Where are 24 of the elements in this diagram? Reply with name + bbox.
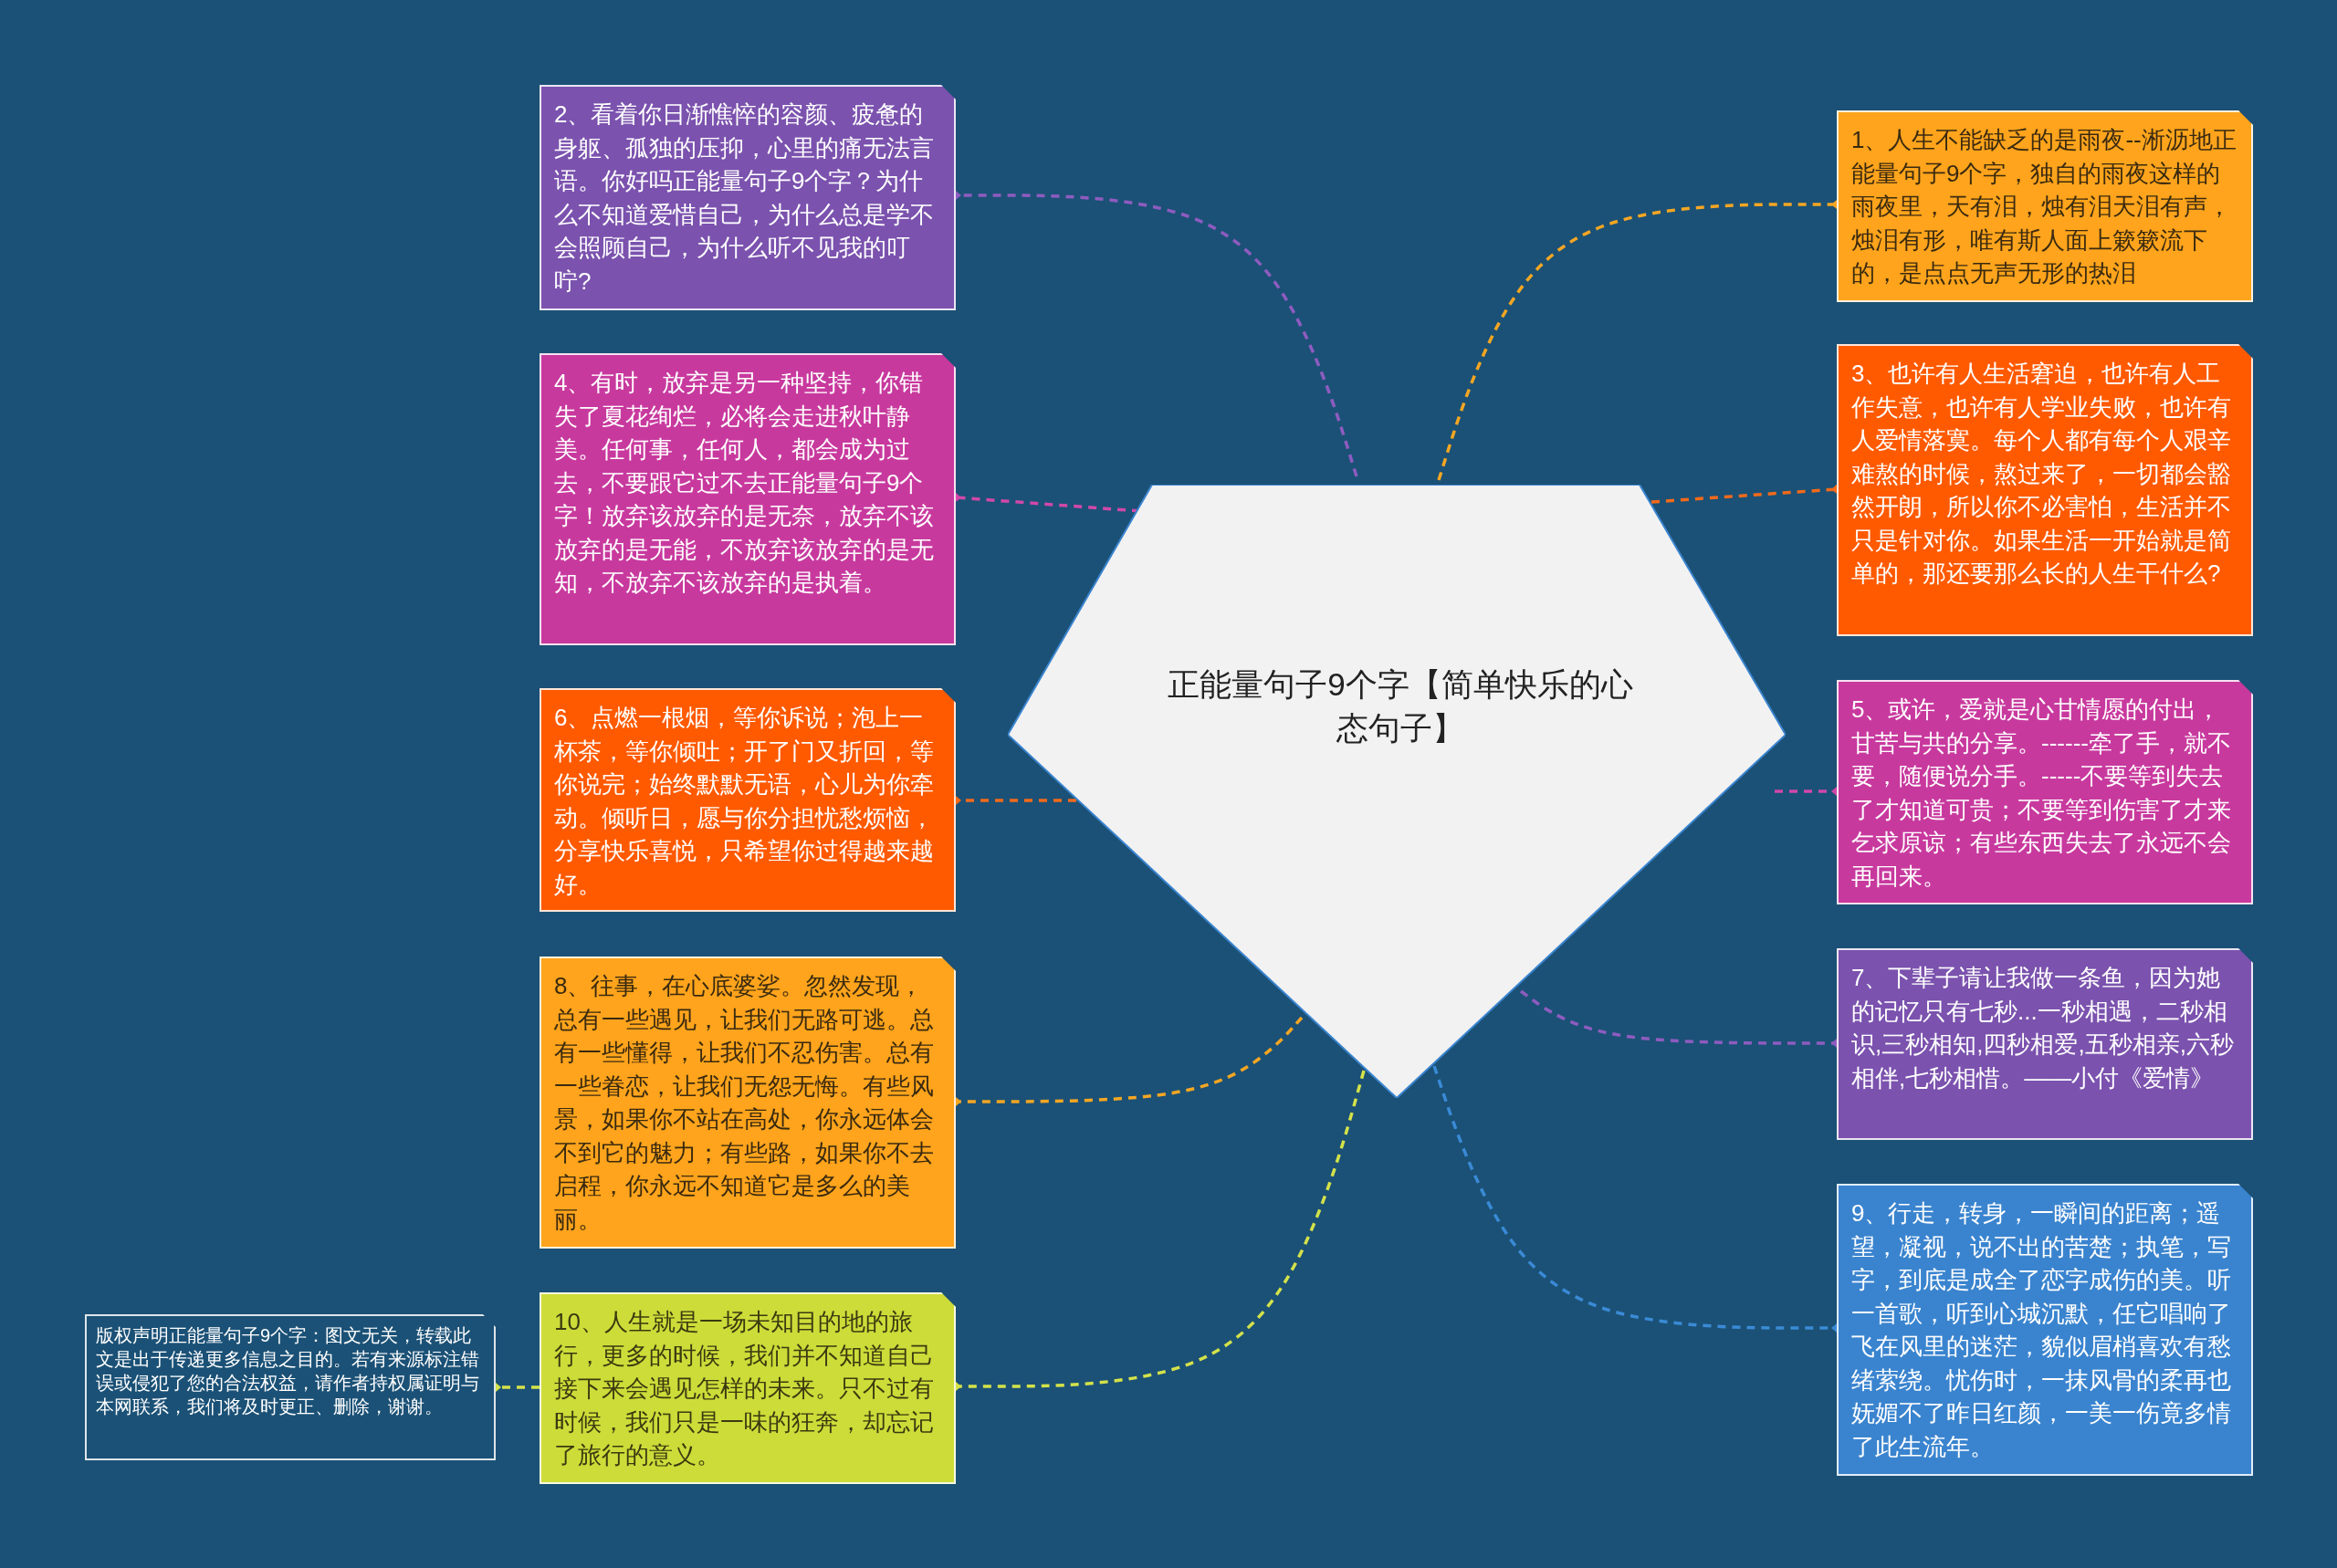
quote-card [1837,948,2253,1140]
quote-card [1837,110,2253,302]
quote-text: 8、往事，在心底婆娑。忽然发现，总有一些遇见，让我们无路可逃。总有一些懂得，让我们不忍伤害。总有一些眷恋，让我们无怨无悔。有些风景，如果你不站在高处，你永远体会不到它的魅力；有些路，如果你不去启程，你永远不知道它是多么的美丽。 [554,971,935,1235]
quote-card [540,1292,956,1484]
title-pentagon [1008,485,1786,1098]
quote-text: 10、人生就是一场未知目的地的旅行，更多的时候，我们并不知道自己接下来会遇见怎样的未来。只不过有时候，我们只是一味的狂奔，却忘记了旅行的意义。 [554,1307,935,1470]
quote-card [1837,680,2253,904]
quote-card [1837,344,2253,636]
quote-text: 3、也许有人生活窘迫，也许有人工作失意，也许有人学业失败，也许有人爱情落寞。每个人都有每个人艰辛难熬的时候，熬过来了，一切都会豁然开朗，所以你不必害怕，生活并不只是针对你。如果生活一开始就是简单的，那还要那么长的人生干什么? [1851,359,2232,589]
title-text: 正能量句子9个字【简单快乐的心态句子】 [1167,665,1634,747]
quote-text: 6、点燃一根烟，等你诉说；泡上一杯茶，等你倾吐；开了门又折回，等你说完；始终默默无语，心儿为你牵动。倾听日，愿与你分担忧愁烦恼，分享快乐喜悦，只希望你过得越来越好。 [554,703,935,900]
quote-card [540,353,956,645]
quote-text: 7、下辈子请让我做一条鱼，因为她的记忆只有七秒...一秒相遇，二秒相识,三秒相知,四秒相爱,五秒相亲,六秒相伴,七秒相惜。——小付《爱情》 [1851,963,2235,1093]
quote-text: 1、人生不能缺乏的是雨夜--淅沥地正能量句子9个字，独自的雨夜这样的雨夜里，天有泪，烛有泪天泪有声，烛泪有形，唯有斯人面上簌簌流下的，是点点无声无形的热泪 [1851,125,2237,288]
quote-text: 9、行走，转身，一瞬间的距离；遥望，凝视，说不出的苦楚；执笔，写字，到底是成全了恋字成伤的美。听一首歌，听到心城沉默，任它唱响了飞在风里的迷茫，貌似眉梢喜欢有愁绪萦绕。忧伤时，一抹风骨的柔再也妩媚不了昨日红颜，一美一伤竟多情了此生流年。 [1851,1198,2232,1462]
copyright-note-box [85,1314,496,1460]
quote-text: 2、看着你日渐憔悴的容颜、疲惫的身躯、孤独的压抑，心里的痛无法言语。你好吗正能量句子9个字？为什么不知道爱惜自己，为什么总是学不会照顾自己，为什么听不见我的叮咛? [554,99,935,297]
quote-card [540,688,956,912]
quote-text: 4、有时，放弃是另一种坚持，你错失了夏花绚烂，必将会走进秋叶静美。任何事，任何人，都会成为过去，不要跟它过不去正能量句子9个字！放弃该放弃的是无奈，放弃不该放弃的是无能，不放弃该放弃的是无知，不放弃不该放弃的是执着。 [554,368,935,598]
quote-card [1837,1184,2253,1476]
quote-card [540,956,956,1249]
quote-text: 5、或许，爱就是心甘情愿的付出，甘苦与共的分享。------牵了手，就不要，随便说分手。-----不要等到失去了才知道可贵；不要等到伤害了才来乞求原谅；有些东西失去了永远不会再回来。 [1851,695,2232,892]
note-text: 版权声明正能量句子9个字：图文无关，转载此文是出于传递更多信息之目的。若有来源标注错误或侵犯了您的合法权益，请作者持权属证明与本网联系，我们将及时更正、删除，谢谢。 [96,1324,480,1418]
quote-card [540,85,956,310]
